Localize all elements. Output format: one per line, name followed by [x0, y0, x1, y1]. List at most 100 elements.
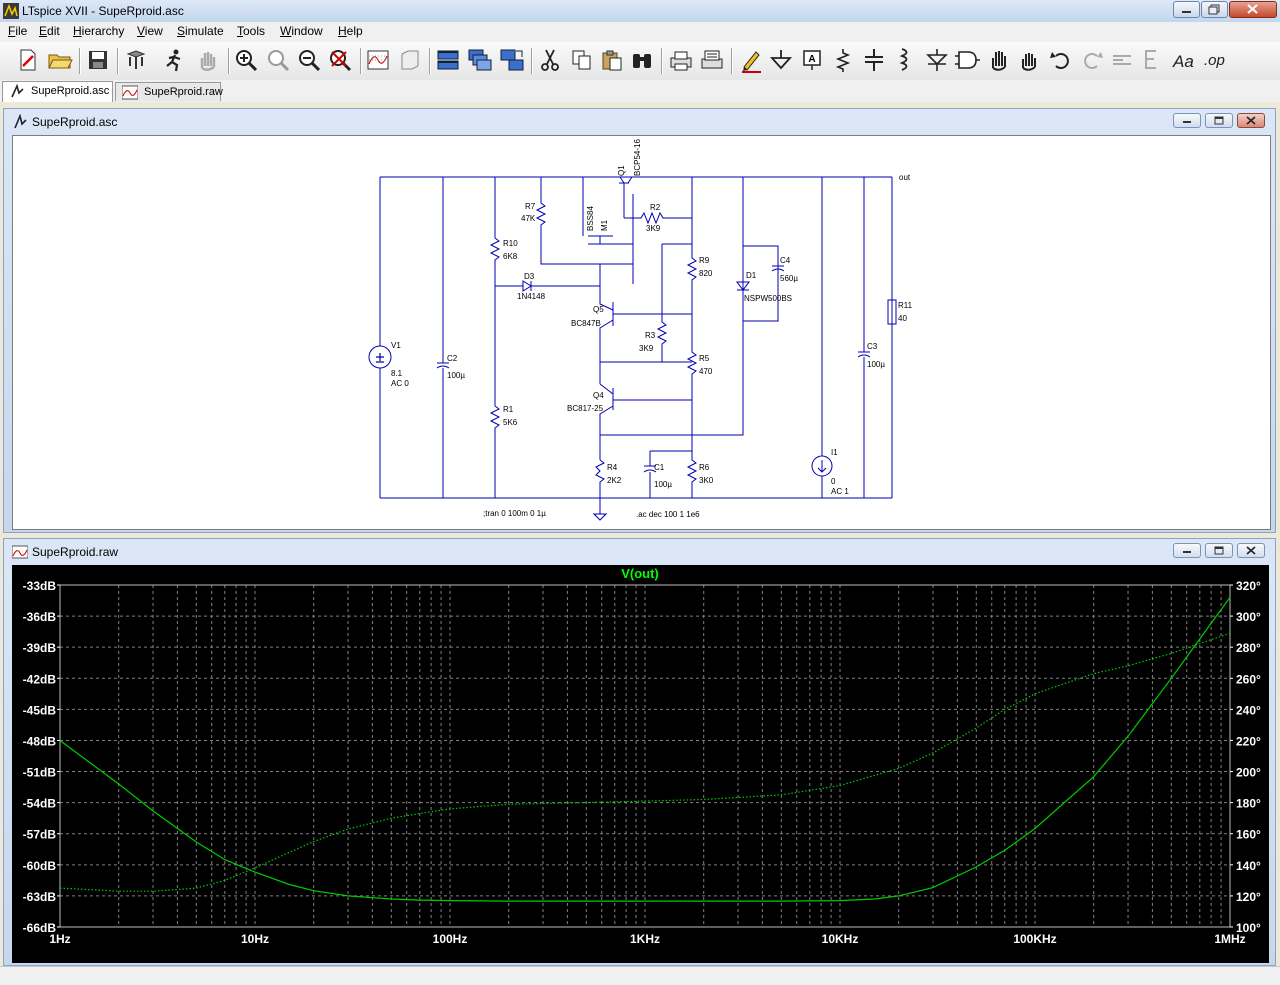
- m1-part-label: BSS84: [586, 206, 595, 231]
- r2-label: R2: [650, 203, 661, 212]
- x-tick-label: 100KHz: [1013, 932, 1056, 946]
- waveform-close-button[interactable]: [1237, 543, 1265, 558]
- y-left-tick-label: -66dB: [23, 921, 57, 935]
- paste-icon[interactable]: [598, 46, 626, 74]
- waveform-maximize-button[interactable]: [1205, 543, 1233, 558]
- inductor-icon[interactable]: [891, 46, 919, 74]
- waveform-minimize-button[interactable]: [1173, 543, 1201, 558]
- r4-value: 2K2: [607, 476, 622, 485]
- zoom-in-icon[interactable]: [232, 46, 260, 74]
- print-icon[interactable]: [667, 46, 695, 74]
- svg-text:A: A: [808, 54, 815, 65]
- y-left-tick-label: -48dB: [23, 734, 57, 748]
- menu-file[interactable]: File: [8, 24, 28, 38]
- tab-waveform[interactable]: SupeRproid.raw: [115, 82, 223, 101]
- drag-hand-icon[interactable]: [1015, 46, 1043, 74]
- restore-button[interactable]: [1201, 1, 1228, 18]
- c2-value: 100µ: [447, 371, 465, 380]
- copy-icon[interactable]: [568, 46, 596, 74]
- r3-value: 3K9: [639, 344, 654, 353]
- control-panel-icon[interactable]: [122, 46, 150, 74]
- y-right-tick-label: 200°: [1236, 766, 1261, 780]
- waveform-window: SupeRproid.raw V(out) -33dB-36dB-39dB-42…: [3, 538, 1276, 966]
- capacitor-icon[interactable]: [860, 46, 888, 74]
- schematic-drawing[interactable]: Q1 BCP54-16 R7 47K BSS84 M1 R2 3K9 R10 6…: [13, 136, 1270, 529]
- r9-value: 820: [699, 269, 713, 278]
- waveform-plot[interactable]: V(out) -33dB-36dB-39dB-42dB-45dB-48dB-51…: [12, 565, 1269, 963]
- r6-value: 3K0: [699, 476, 714, 485]
- ground-icon[interactable]: [767, 46, 795, 74]
- new-schematic-icon[interactable]: [14, 46, 42, 74]
- waveform-icon[interactable]: [364, 46, 392, 74]
- phase-trace[interactable]: [59, 632, 1231, 892]
- cascade-icon[interactable]: [466, 46, 494, 74]
- trace-title-vout[interactable]: V(out): [621, 566, 659, 581]
- tile-vertical-icon[interactable]: [498, 46, 526, 74]
- move-hand-icon[interactable]: [985, 46, 1013, 74]
- y-right-tick-label: 160°: [1236, 828, 1261, 842]
- y-right-tick-label: 140°: [1236, 859, 1261, 873]
- text-icon[interactable]: Aa: [1170, 46, 1198, 74]
- magnitude-trace[interactable]: [59, 597, 1231, 902]
- autorange-icon[interactable]: [396, 46, 424, 74]
- zoom-fit-icon[interactable]: [326, 46, 354, 74]
- mirror-icon[interactable]: [1138, 46, 1166, 74]
- open-folder-icon[interactable]: [46, 46, 74, 74]
- menu-tools[interactable]: Tools: [237, 24, 266, 38]
- y-right-tick-label: 100°: [1236, 921, 1261, 935]
- ac-directive[interactable]: .ac dec 100 1 1e6: [636, 510, 700, 519]
- menu-simulate[interactable]: Simulate: [177, 24, 224, 38]
- redo-icon[interactable]: [1078, 46, 1106, 74]
- component-icon[interactable]: [953, 46, 981, 74]
- c3-label: C3: [867, 342, 878, 351]
- m1-label: M1: [600, 219, 609, 231]
- schematic-minimize-button[interactable]: [1173, 113, 1201, 128]
- x-tick-label: 1Hz: [49, 932, 70, 946]
- undo-icon[interactable]: [1047, 46, 1075, 74]
- tile-horizontal-icon[interactable]: [434, 46, 462, 74]
- ltspice-app-icon[interactable]: [3, 3, 19, 19]
- halt-hand-icon[interactable]: [193, 46, 221, 74]
- schematic-maximize-button[interactable]: [1205, 113, 1233, 128]
- schematic-close-button[interactable]: [1237, 113, 1265, 128]
- close-button[interactable]: [1229, 1, 1277, 18]
- menu-help[interactable]: Help: [338, 24, 363, 38]
- zoom-pan-icon[interactable]: [264, 46, 292, 74]
- tran-directive[interactable]: ;tran 0 100m 0 1µ: [483, 509, 546, 518]
- d3-part-label: 1N4148: [517, 292, 546, 301]
- c3-value: 100µ: [867, 360, 885, 369]
- menu-edit[interactable]: Edit: [39, 24, 60, 38]
- bode-plot-chart[interactable]: V(out) -33dB-36dB-39dB-42dB-45dB-48dB-51…: [12, 565, 1269, 963]
- menu-bar: File Edit Hierarchy View Simulate Tools …: [0, 22, 1280, 42]
- y-left-tick-label: -57dB: [23, 828, 57, 842]
- cut-icon[interactable]: [536, 46, 564, 74]
- menu-window[interactable]: Window: [280, 24, 323, 38]
- draw-wire-pencil-icon[interactable]: [737, 46, 765, 74]
- tab-schematic[interactable]: SupeRproid.asc: [2, 81, 113, 102]
- run-simulation-icon[interactable]: [160, 46, 188, 74]
- y-right-tick-label: 120°: [1236, 890, 1261, 904]
- find-binoculars-icon[interactable]: [628, 46, 656, 74]
- x-tick-label: 100Hz: [433, 932, 468, 946]
- y-left-tick-label: -63dB: [23, 890, 57, 904]
- r1-label: R1: [503, 405, 514, 414]
- r7-value: 47K: [521, 214, 536, 223]
- waveform-file-icon: [12, 545, 28, 559]
- rotate-icon[interactable]: [1108, 46, 1136, 74]
- spice-directive-icon[interactable]: .op: [1202, 46, 1230, 74]
- minimize-button[interactable]: [1173, 1, 1200, 18]
- menu-hierarchy[interactable]: Hierarchy: [73, 24, 125, 38]
- print-setup-icon[interactable]: [698, 46, 726, 74]
- zoom-out-icon[interactable]: [295, 46, 323, 74]
- save-icon[interactable]: [84, 46, 112, 74]
- diode-icon[interactable]: [923, 46, 951, 74]
- resistor-icon[interactable]: [829, 46, 857, 74]
- schematic-canvas[interactable]: Q1 BCP54-16 R7 47K BSS84 M1 R2 3K9 R10 6…: [12, 135, 1271, 530]
- r5-value: 470: [699, 367, 713, 376]
- d1-label: D1: [746, 271, 757, 280]
- y-right-tick-label: 260°: [1236, 672, 1261, 686]
- waveform-window-title: SupeRproid.raw: [32, 545, 119, 559]
- y-left-tick-label: -42dB: [23, 672, 57, 686]
- net-label-icon[interactable]: A: [798, 46, 826, 74]
- menu-view[interactable]: View: [137, 24, 163, 38]
